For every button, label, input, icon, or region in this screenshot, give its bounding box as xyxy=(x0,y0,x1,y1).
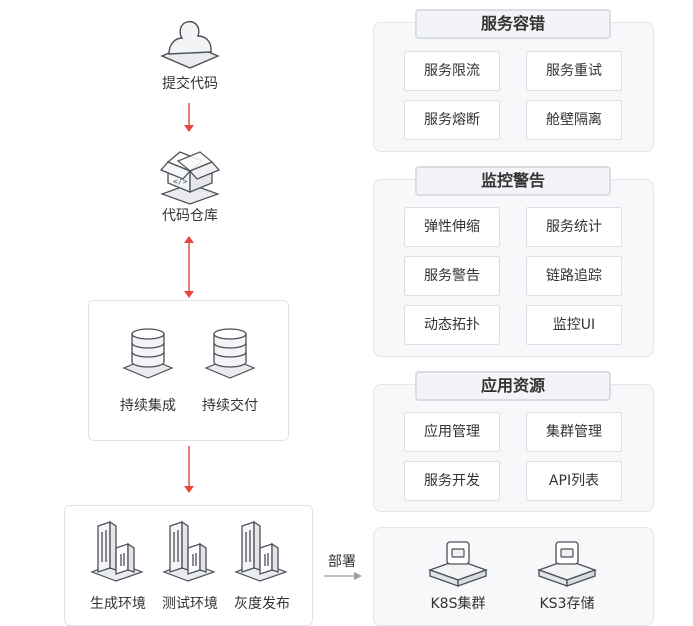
arrow-down-2 xyxy=(184,446,194,493)
building-icon xyxy=(90,520,144,582)
code-box-icon: </> xyxy=(159,151,221,205)
arrow-right xyxy=(324,572,362,580)
k8s-label: K8S集群 xyxy=(430,596,486,612)
capability-chip: 集群管理 xyxy=(526,412,622,452)
capability-chip: 服务警告 xyxy=(404,256,500,296)
capability-chip: 服务重试 xyxy=(526,51,622,91)
group-title: 应用资源 xyxy=(415,371,611,401)
capability-chip: 弹性伸缩 xyxy=(404,207,500,247)
arrow-bidirectional xyxy=(184,236,194,298)
capability-chip: 舱壁隔离 xyxy=(526,100,622,140)
capability-chip: 动态拓扑 xyxy=(404,305,500,345)
capability-chip: API列表 xyxy=(526,461,622,501)
person-icon xyxy=(160,20,220,69)
ci-cd-panel xyxy=(88,300,289,441)
ks3-label: KS3存储 xyxy=(539,596,595,612)
database-icon xyxy=(204,328,256,379)
ci-label: 持续集成 xyxy=(120,398,176,414)
env-gen-label: 生成环境 xyxy=(90,596,146,612)
code-repo-label: 代码仓库 xyxy=(162,208,218,224)
building-icon xyxy=(162,520,216,582)
server-icon xyxy=(537,541,597,587)
building-icon xyxy=(234,520,288,582)
capability-chip: 应用管理 xyxy=(404,412,500,452)
group-title: 服务容错 xyxy=(415,9,611,39)
svg-text:</>: </> xyxy=(173,177,188,186)
cluster-panel xyxy=(373,527,654,626)
capability-chip: 服务开发 xyxy=(404,461,500,501)
cd-label: 持续交付 xyxy=(202,398,258,414)
capability-chip: 服务熔断 xyxy=(404,100,500,140)
submit-code-label: 提交代码 xyxy=(162,76,218,92)
arrow-down-1 xyxy=(184,103,194,132)
capability-chip: 链路追踪 xyxy=(526,256,622,296)
capability-chip: 监控UI xyxy=(526,305,622,345)
env-test-label: 测试环境 xyxy=(162,596,218,612)
capability-chip: 服务统计 xyxy=(526,207,622,247)
env-gray-label: 灰度发布 xyxy=(234,596,290,612)
database-icon xyxy=(122,328,174,379)
server-icon xyxy=(428,541,488,587)
group-title: 监控警告 xyxy=(415,166,611,196)
deploy-label: 部署 xyxy=(328,554,356,570)
capability-chip: 服务限流 xyxy=(404,51,500,91)
